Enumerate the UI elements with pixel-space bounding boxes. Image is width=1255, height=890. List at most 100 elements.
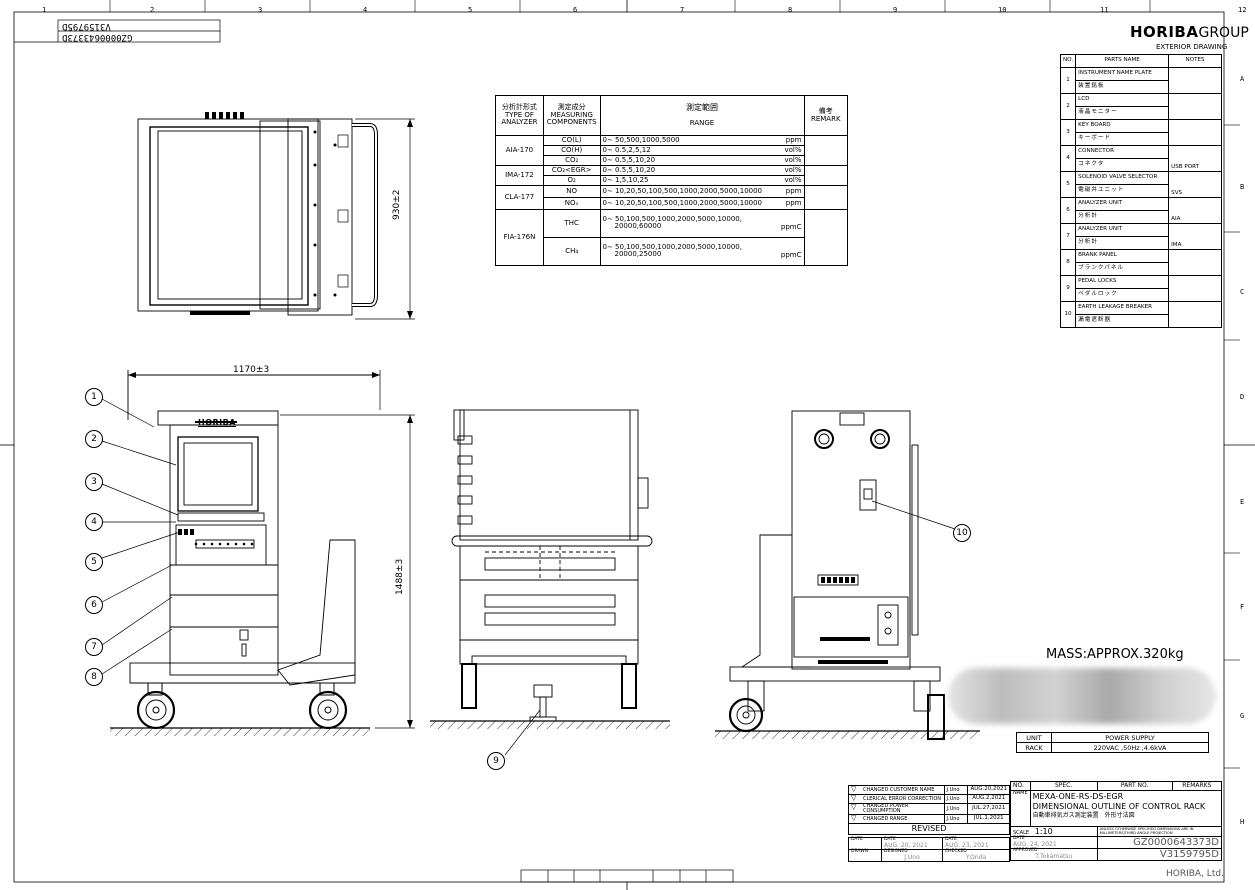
parts-name-en: EARTH LEAKAGE BREAKER	[1075, 301, 1170, 315]
parts-name-en: KEY BOARD	[1075, 119, 1170, 133]
zone-col-12: 12	[1238, 6, 1247, 14]
zone-col-10: 10	[998, 6, 1007, 14]
revision-date: JUL.1,2021	[967, 814, 1010, 824]
company-logo: HORIBAGROUP	[1130, 23, 1249, 41]
footer-company: HORIBA, Ltd.	[1166, 869, 1224, 879]
parts-no: 3	[1059, 119, 1077, 146]
parts-name-jp: 漏電遮断器	[1075, 314, 1170, 328]
balloon-leaders	[101, 398, 181, 675]
zone-col-11: 11	[1100, 6, 1109, 14]
balloon-1: 1	[85, 388, 103, 406]
height-dimension: 1488±3	[395, 558, 405, 595]
revision-by: J.Uno	[943, 803, 969, 815]
zone-row-b: B	[1240, 183, 1245, 191]
parts-name-en: LCD	[1075, 93, 1170, 107]
balloon-8: 8	[85, 668, 103, 686]
zone-row-e: E	[1240, 498, 1245, 506]
parts-no: 1	[1059, 67, 1077, 94]
parts-name-jp: キーボード	[1075, 132, 1170, 146]
zone-row-c: C	[1240, 288, 1245, 296]
balloon-5: 5	[85, 553, 103, 571]
parts-name-en: SOLENOID VALVE SELECTOR	[1075, 171, 1170, 185]
parts-no: 4	[1059, 145, 1077, 172]
zone-col-4: 4	[363, 6, 368, 14]
parts-notes	[1168, 119, 1222, 146]
parts-notes	[1168, 93, 1222, 120]
drawing-title: DIMENSIONAL OUTLINE OF CONTROL RACK	[1032, 802, 1206, 811]
side-view	[430, 409, 670, 756]
top-view	[137, 112, 415, 320]
title-block: NO.SPEC.PART NO.REMARKS NAME MEXA-ONE-RS…	[1010, 781, 1223, 861]
revision-date: AUG.2,2021	[967, 794, 1010, 804]
zone-col-3: 3	[258, 6, 263, 14]
zone-row-h: H	[1240, 818, 1245, 826]
parts-no: 2	[1059, 93, 1077, 120]
revision-desc: ▽CHANGED POWER CONSUMPTION	[848, 803, 945, 815]
zone-col-2: 2	[150, 6, 155, 14]
parts-name-en: ANALYZER UNIT	[1075, 197, 1170, 211]
redacted-area	[948, 668, 1216, 724]
parts-name-jp: 分析計	[1075, 236, 1170, 250]
zone-col-5: 5	[468, 6, 473, 14]
parts-notes	[1168, 249, 1222, 276]
parts-no: 9	[1059, 275, 1077, 302]
depth-dimension: 930±2	[392, 189, 402, 220]
front-view	[110, 370, 415, 736]
revision-triangle-icon: ▽	[851, 794, 857, 802]
parts-no: 6	[1059, 197, 1077, 224]
parts-notes: IMA	[1168, 223, 1222, 250]
parts-notes: USB PORT	[1168, 145, 1222, 172]
parts-notes	[1168, 275, 1222, 302]
revision-date: AUG.20,2021	[967, 785, 1010, 795]
parts-notes: AIA	[1168, 197, 1222, 224]
balloon-9: 9	[487, 752, 505, 770]
revision-date: JUL.27,2021	[967, 803, 1010, 815]
parts-no: 5	[1059, 171, 1077, 198]
parts-name-jp: 電磁弁ユニット	[1075, 184, 1170, 198]
parts-name-jp: ペダルロック	[1075, 288, 1170, 302]
width-dimension: 1170±3	[233, 365, 270, 375]
zone-row-d: D	[1240, 393, 1245, 401]
balloon-4: 4	[85, 513, 103, 531]
zone-row-f: F	[1240, 603, 1245, 611]
drawing-number: GZ0000643373D	[1096, 836, 1223, 849]
revision-triangle-icon: ▽	[851, 803, 857, 811]
mass-label: MASS:APPROX.320kg	[1046, 647, 1184, 662]
drawing-title-jp: 自動車排気ガス測定装置 外形寸法図	[1032, 812, 1135, 819]
balloon-3: 3	[85, 473, 103, 491]
parts-notes	[1168, 67, 1222, 94]
parts-name-jp: 装置銘板	[1075, 80, 1170, 94]
revision-desc: ▽CHANGED CUSTOMER NAME	[848, 785, 945, 795]
rear-view	[715, 410, 980, 740]
rack-logo-plate: HORIBA	[198, 418, 236, 427]
revision-triangle-icon: ▽	[851, 785, 857, 793]
scale-value: 1:10	[1034, 826, 1053, 836]
parts-no: 7	[1059, 223, 1077, 250]
parts-name-jp: コネクタ	[1075, 158, 1170, 172]
parts-name-en: INSTRUMENT NAME PLATE	[1075, 67, 1170, 81]
zone-col-7: 7	[680, 6, 685, 14]
revision-by: J.Uno	[943, 794, 969, 804]
zone-col-8: 8	[788, 6, 793, 14]
parts-name-en: BRANK PANEL	[1075, 249, 1170, 263]
mirrored-version-no: V3159795D	[62, 21, 111, 31]
zone-row-g: G	[1240, 712, 1245, 720]
parts-name-en: ANALYZER UNIT	[1075, 223, 1170, 237]
zone-col-6: 6	[573, 6, 578, 14]
